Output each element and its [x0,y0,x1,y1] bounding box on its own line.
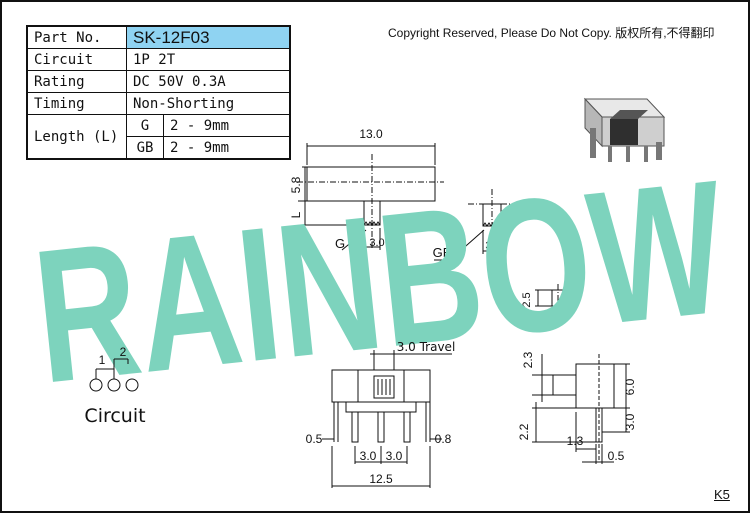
model-code: K5 [714,487,730,502]
pitch1-dim: 3.0 [360,449,377,463]
circuit-pin2-label: 2 [120,345,127,359]
front-view-g [297,143,444,251]
rating-label: Rating [26,70,127,93]
right-tab-dim: 0.8 [435,432,452,446]
end-lower-dim: 3.0 [623,413,637,430]
circuit-diagram [89,358,139,392]
rating-value: DC 50V 0.3A [126,70,291,93]
end-left-dim: 2.2 [517,423,531,440]
copyright-notice: Copyright Reserved, Please Do Not Copy. … [388,26,715,40]
circuit-value: 1P 2T [126,48,291,71]
circuit-pin1-label: 1 [99,353,106,367]
bottom-view [322,350,452,488]
side-stub-height-dim: 2.5 [521,292,533,307]
overall-width-dim: 12.5 [369,472,393,486]
length-value-gb: 2 - 9mm [163,136,291,160]
front-length-dim: L [289,211,303,218]
spec-table: Part No. SK-12F03 Circuit 1P 2T Rating D… [26,25,291,160]
length-type-g: G [126,114,164,137]
end-top-dim: 2.3 [521,351,535,368]
timing-label: Timing [26,92,127,115]
front-stem-dim: 3.0 [369,237,384,249]
circuit-pin-3 [125,378,139,392]
variant-gb-label: GB [433,245,452,260]
front-view-gb [434,189,520,261]
pitch2-dim: 3.0 [386,449,403,463]
end-view [532,354,630,464]
circuit-label: Circuit [84,405,145,427]
end-pin-dim: 0.5 [608,449,625,463]
end-offset-dim: 1.3 [567,434,584,448]
gb-stem-dim: 3.5 [485,240,500,252]
end-height-dim: 6.0 [623,378,637,395]
travel-dim: 3.0 Travel [397,340,456,354]
length-value-g: 2 - 9mm [163,114,291,137]
side-stub [535,284,575,312]
product-illustration [583,97,666,162]
variant-g-label: G [335,236,345,251]
part-no-value: SK-12F03 [126,25,291,49]
front-width-dim: 13.0 [359,127,383,141]
length-type-gb: GB [126,136,164,160]
front-height-dim: 5.8 [289,176,303,193]
left-tab-dim: 0.5 [306,432,323,446]
